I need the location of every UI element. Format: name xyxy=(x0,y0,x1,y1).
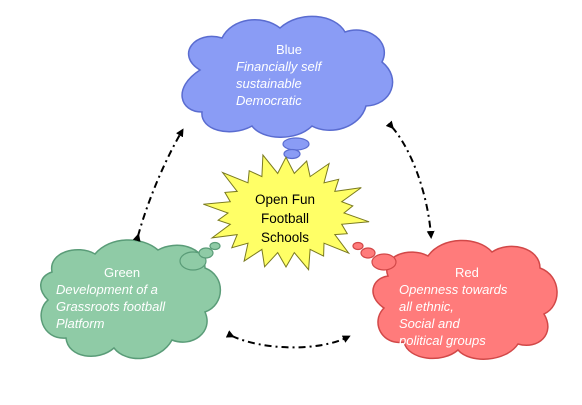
blue-thought-bubble-2 xyxy=(283,148,301,160)
red-cloud-shape xyxy=(372,239,558,360)
red-thought-bubble-1 xyxy=(371,253,397,271)
red-line-3: Social and xyxy=(399,316,460,331)
blue-cloud-text: Blue Financially self sustainable Democr… xyxy=(236,41,356,109)
green-cloud xyxy=(40,239,221,360)
green-thought-bubble-2 xyxy=(198,247,214,259)
green-thought-bubble-3 xyxy=(209,241,221,251)
green-line-3: Platform xyxy=(56,316,105,331)
red-cloud-text: Red Openness towards all ethnic, Social … xyxy=(399,264,549,349)
green-cloud-text: Green Development of a Grassroots footba… xyxy=(56,264,206,332)
center-line-1: Open Fun xyxy=(254,192,316,207)
red-cloud xyxy=(352,239,558,360)
green-line-1: Development of a xyxy=(56,282,158,297)
arrow-green-blue xyxy=(132,128,184,242)
green-title: Green xyxy=(104,265,141,280)
blue-thought-bubble-1 xyxy=(282,137,310,151)
red-thought-bubble-3 xyxy=(352,241,364,251)
center-starburst xyxy=(203,153,370,271)
green-cloud-shape xyxy=(40,239,221,360)
center-line-2: Football xyxy=(260,211,310,226)
blue-line-1: Financially self xyxy=(236,59,322,74)
green-line-2: Grassroots football xyxy=(56,299,166,314)
green-thought-bubble-1 xyxy=(179,251,207,271)
center-line-3: Schools xyxy=(260,230,310,245)
arrows xyxy=(132,120,435,349)
blue-cloud xyxy=(181,15,394,160)
red-thought-bubble-2 xyxy=(360,247,376,259)
arrow-blue-red xyxy=(385,120,435,239)
red-title: Red xyxy=(455,265,479,280)
blue-line-2: sustainable xyxy=(236,76,302,91)
blue-title: Blue xyxy=(276,42,303,57)
arrow-green-red xyxy=(225,330,351,349)
blue-line-3: Democratic xyxy=(236,93,302,108)
red-line-2: all ethnic, xyxy=(399,299,454,314)
blue-cloud-shape xyxy=(181,15,394,138)
red-line-4: political groups xyxy=(399,333,486,348)
center-label: Open Fun Football Schools xyxy=(230,190,340,247)
red-line-1: Openness towards xyxy=(399,282,508,297)
